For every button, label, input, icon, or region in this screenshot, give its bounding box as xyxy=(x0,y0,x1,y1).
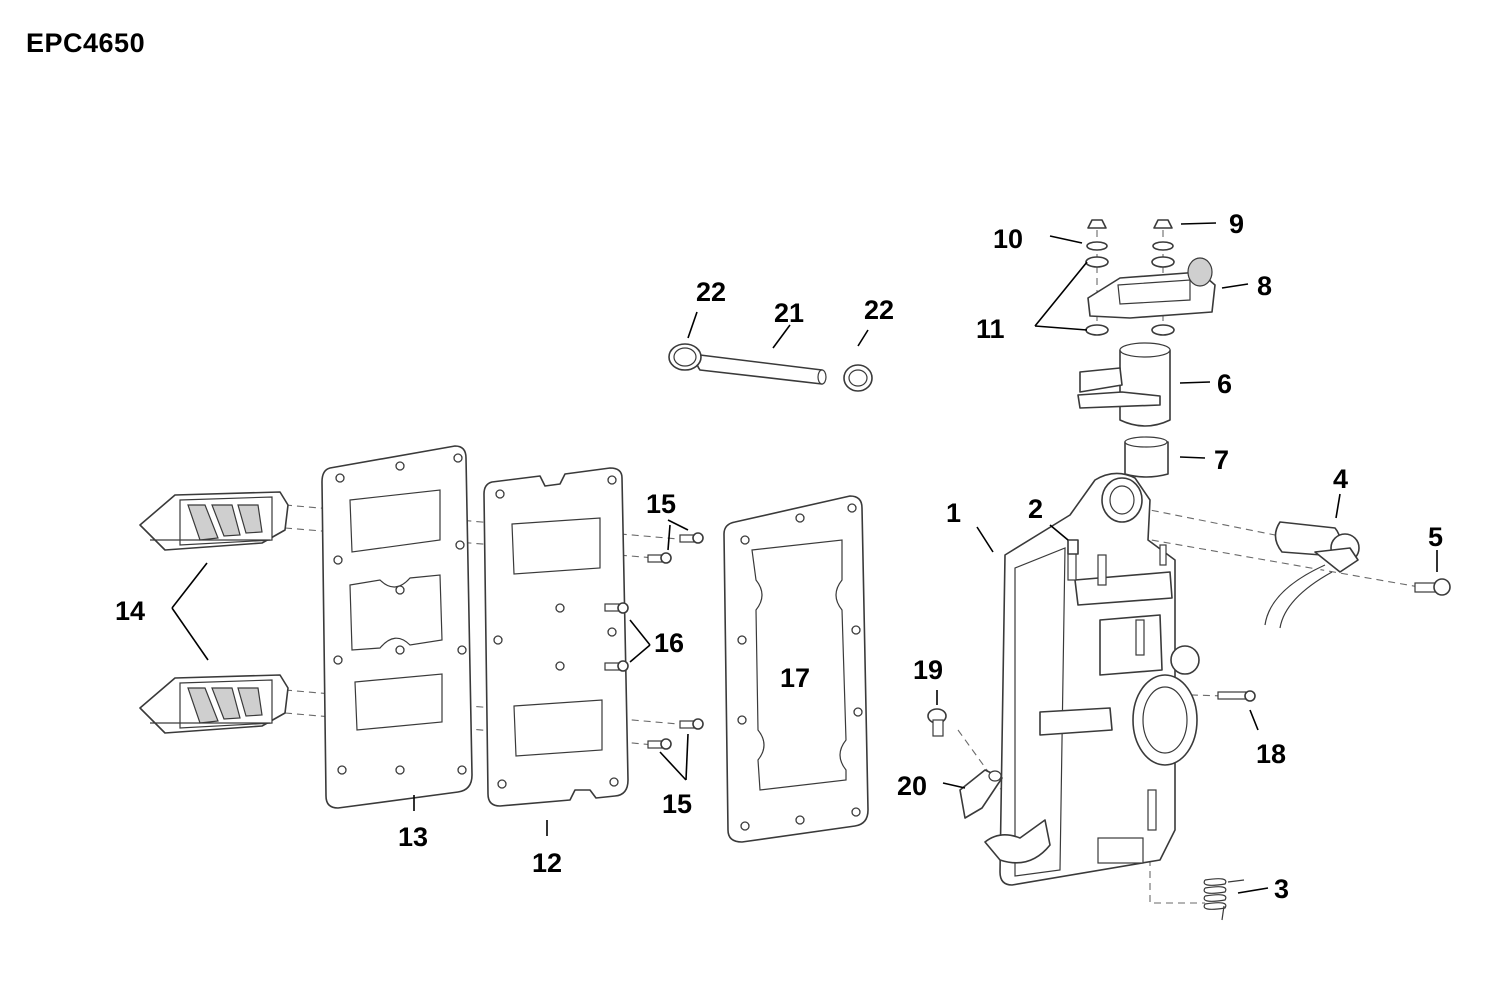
intake-manifold-1 xyxy=(984,472,1200,886)
callout-5: 5 xyxy=(1428,522,1443,552)
reed-valve-upper xyxy=(139,491,289,551)
diagram-title: EPC4650 xyxy=(26,28,146,58)
fitting-2 xyxy=(1067,539,1079,555)
callout-8: 8 xyxy=(1257,271,1272,301)
callout-labels: 1 2 3 4 5 6 7 8 9 10 11 12 13 14 15 15 1… xyxy=(115,209,1443,904)
throttle-cam-6 xyxy=(1077,342,1171,427)
leader-lines xyxy=(171,222,1438,894)
callout-21: 21 xyxy=(774,298,804,328)
callout-6: 6 xyxy=(1217,369,1232,399)
callout-2: 2 xyxy=(1028,494,1043,524)
screw-15-lower-a xyxy=(679,718,704,730)
bushing-7 xyxy=(1124,436,1169,478)
callout-20: 20 xyxy=(897,771,927,801)
screws-15-16 xyxy=(604,532,704,750)
reed-valve-lower xyxy=(139,674,289,734)
screw-15-upper-a xyxy=(679,532,704,544)
clamp-22-right xyxy=(843,364,873,392)
callout-3: 3 xyxy=(1274,874,1289,904)
callout-9: 9 xyxy=(1229,209,1244,239)
callout-7: 7 xyxy=(1214,445,1229,475)
gasket-13 xyxy=(321,445,473,809)
sensor-4 xyxy=(1264,521,1360,629)
callout-22-left: 22 xyxy=(696,277,726,307)
screw-15-lower-b xyxy=(647,738,672,750)
nuts-9 xyxy=(1087,219,1173,229)
gasket-13-holes xyxy=(333,453,467,775)
callout-10: 10 xyxy=(993,224,1023,254)
callout-16: 16 xyxy=(654,628,684,658)
spring-3 xyxy=(1203,878,1245,921)
washers-10 xyxy=(1086,241,1174,251)
callout-12: 12 xyxy=(532,848,562,878)
callout-11: 11 xyxy=(976,314,1005,344)
callout-17: 17 xyxy=(780,663,810,693)
screw-18 xyxy=(1217,690,1256,702)
clip-20 xyxy=(959,769,1003,819)
bracket-8 xyxy=(1087,257,1216,319)
reed-plate-12 xyxy=(483,467,629,807)
callout-19: 19 xyxy=(913,655,943,685)
reed-plate-12-holes xyxy=(493,475,619,789)
callout-22-right: 22 xyxy=(864,295,894,325)
screw-19 xyxy=(927,708,947,737)
callout-13: 13 xyxy=(398,822,428,852)
callout-1: 1 xyxy=(946,498,961,528)
clamp-22-left xyxy=(668,343,702,371)
grommets-11 xyxy=(1085,256,1175,336)
screw-16-lower xyxy=(604,660,629,672)
screw-16-upper xyxy=(604,602,629,614)
callout-18: 18 xyxy=(1256,739,1286,769)
bolt-5 xyxy=(1414,578,1451,596)
callout-15-upper: 15 xyxy=(646,489,676,519)
callout-4: 4 xyxy=(1333,464,1348,494)
gasket-17 xyxy=(723,495,869,843)
callout-14: 14 xyxy=(115,596,145,626)
callout-15-lower: 15 xyxy=(662,789,692,819)
hose-21 xyxy=(696,354,827,385)
gasket-17-holes xyxy=(737,503,863,831)
screw-15-upper-b xyxy=(647,552,672,564)
